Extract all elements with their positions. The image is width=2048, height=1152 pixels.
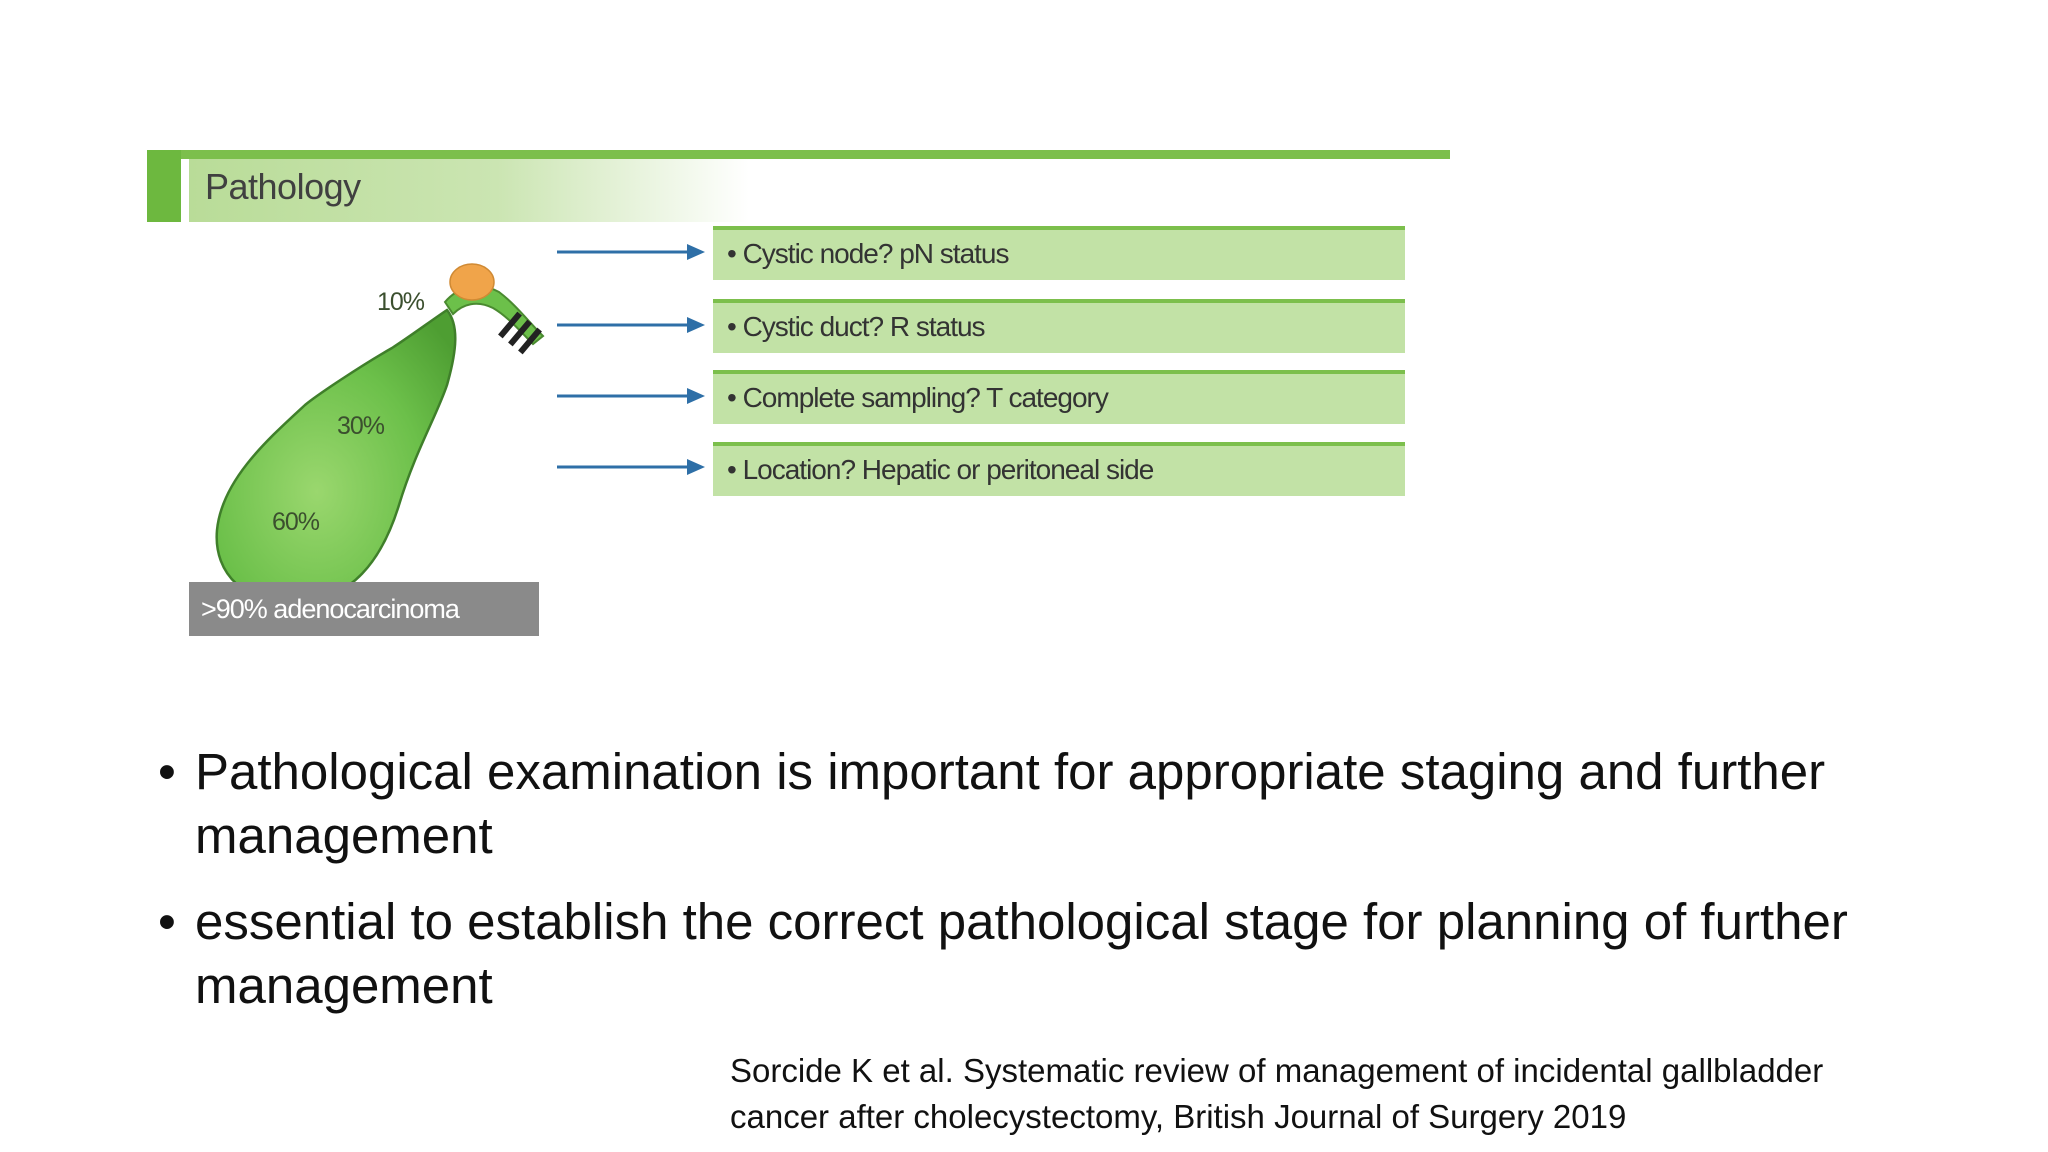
arrow-icon	[557, 459, 705, 475]
cystic-node	[449, 263, 495, 301]
info-box-cystic-duct: • Cystic duct? R status	[713, 299, 1405, 353]
header-accent-bar	[147, 150, 181, 222]
bullet-text: essential to establish the correct patho…	[195, 893, 1848, 1014]
info-box-location: • Location? Hepatic or peritoneal side	[713, 442, 1405, 496]
bullet-item: • Pathological examination is important …	[150, 740, 1910, 868]
clip-icon	[498, 311, 542, 355]
percent-label-30: 30%	[337, 412, 385, 440]
bullet-marker: •	[158, 893, 176, 950]
arrow-icon	[557, 244, 705, 260]
citation: Sorcide K et al. Systematic review of ma…	[730, 1048, 1980, 1140]
figure-title: Pathology	[205, 166, 361, 207]
header-band	[189, 159, 749, 222]
header-rule	[147, 150, 1450, 159]
bullet-item: • essential to establish the correct pat…	[150, 890, 1910, 1018]
citation-line-1: Sorcide K et al. Systematic review of ma…	[730, 1052, 1824, 1089]
arrow-icon	[557, 388, 705, 404]
arrow-icon	[557, 317, 705, 333]
citation-line-2: cancer after cholecystectomy, British Jo…	[730, 1098, 1627, 1135]
bullet-list: • Pathological examination is important …	[150, 740, 1910, 1040]
bullet-marker: •	[158, 743, 176, 800]
gallbladder-illustration	[215, 263, 545, 605]
bullet-text: Pathological examination is important fo…	[195, 743, 1826, 864]
gallbladder-body	[215, 308, 457, 605]
percent-label-60: 60%	[272, 508, 320, 536]
info-box-cystic-node: • Cystic node? pN status	[713, 226, 1405, 280]
adenocarcinoma-label: >90% adenocarcinoma	[189, 582, 539, 636]
percent-label-10: 10%	[377, 288, 425, 316]
pathology-figure: Pathology 10% 30% 60%	[147, 150, 1450, 650]
info-box-complete-sampling: • Complete sampling? T category	[713, 370, 1405, 424]
